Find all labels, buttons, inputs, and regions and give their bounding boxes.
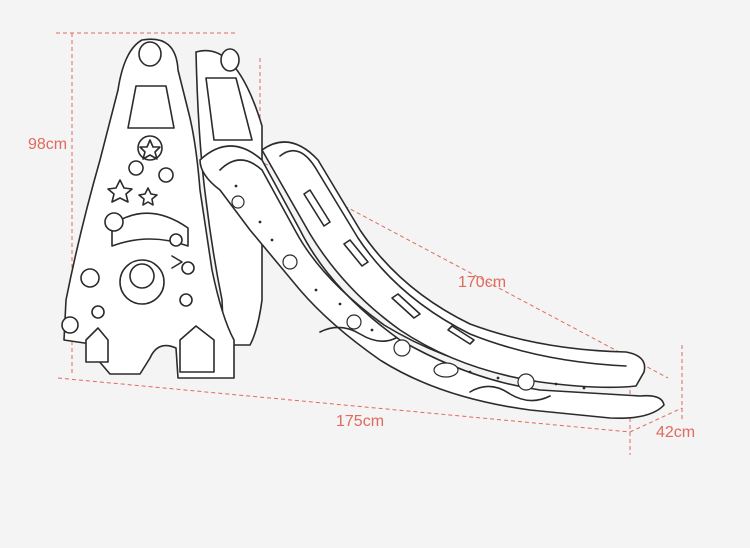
- slide-length-dimension-label: 170cm: [458, 274, 507, 291]
- slide-side-rail: [199, 145, 665, 420]
- total-length-dimension-label: 175cm: [336, 413, 385, 430]
- front-ladder-panel: [63, 38, 235, 379]
- slide-outline: [61, 38, 665, 420]
- height-dimension-label: 98cm: [28, 136, 68, 153]
- width-dimension-label: 42cm: [656, 424, 696, 441]
- sea-creature-decorations: [231, 195, 535, 391]
- slide-chute: [261, 141, 646, 389]
- rail-dots: [234, 184, 586, 390]
